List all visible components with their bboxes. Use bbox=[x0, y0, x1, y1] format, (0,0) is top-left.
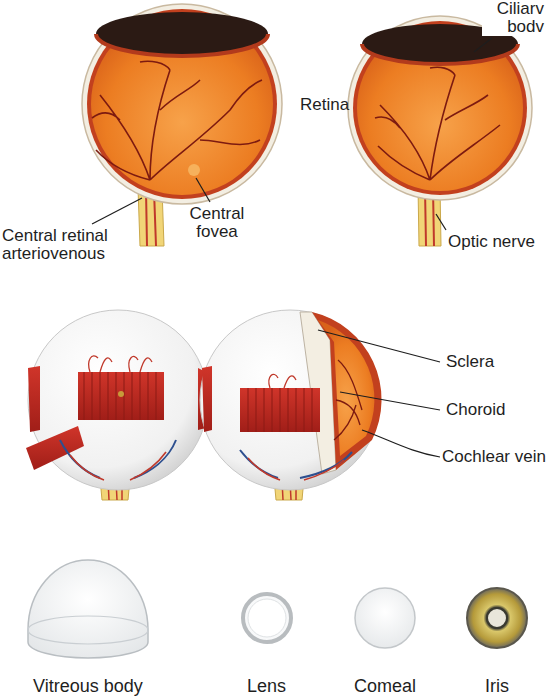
vitreous-rim bbox=[28, 616, 148, 644]
retinal-vessels bbox=[92, 61, 262, 180]
leader-line bbox=[340, 392, 440, 410]
eye-half-left bbox=[82, 4, 282, 246]
vortex-vessel bbox=[240, 450, 352, 478]
part-label: Retina bbox=[300, 96, 349, 114]
ciliary-rim bbox=[96, 34, 268, 56]
side-muscle bbox=[202, 366, 212, 432]
part-label: Central retinal arteriovenous bbox=[2, 227, 134, 263]
muscle-tendon bbox=[89, 356, 152, 372]
retinal-vessels bbox=[375, 67, 500, 180]
retina-surface bbox=[91, 13, 273, 195]
part-name: Comeal bbox=[354, 676, 416, 696]
part-label: Ciliarv bodv bbox=[482, 0, 546, 36]
leader-line bbox=[92, 198, 142, 224]
ciliary-vessel bbox=[248, 458, 344, 480]
ciliary-vessel bbox=[70, 452, 166, 480]
ciliary-rim bbox=[362, 44, 518, 64]
eye-half-right bbox=[348, 16, 532, 246]
iris-part bbox=[467, 588, 527, 648]
sclera-shell bbox=[82, 4, 282, 204]
part-name: Iris bbox=[485, 676, 509, 696]
part-label: Central fovea bbox=[180, 205, 254, 241]
cutaway-retina bbox=[318, 320, 374, 456]
part-label: Optic nerve bbox=[448, 233, 535, 251]
choroid-rim bbox=[353, 21, 527, 195]
lens-part bbox=[243, 594, 291, 642]
cutaway-vessels bbox=[334, 360, 362, 440]
eyeball-right bbox=[200, 310, 382, 500]
muscle-tendon bbox=[269, 374, 296, 388]
muscle-pin bbox=[118, 391, 124, 397]
leader-line bbox=[474, 38, 492, 52]
cornea-part bbox=[355, 588, 415, 648]
part-name: Vitreous body bbox=[33, 676, 143, 696]
sclera-shell bbox=[348, 16, 532, 200]
eyeball-left bbox=[26, 310, 208, 500]
leader-line bbox=[362, 430, 440, 457]
muscle-striation bbox=[248, 388, 312, 432]
cutaway-choroid bbox=[312, 312, 382, 470]
cornea-disc bbox=[355, 588, 415, 648]
vitreous-body bbox=[28, 560, 148, 658]
choroid-rim bbox=[87, 9, 277, 199]
leader-line bbox=[436, 214, 446, 230]
lens-ring bbox=[243, 594, 291, 642]
retina-surface bbox=[357, 25, 523, 191]
sclera-ball bbox=[28, 310, 208, 490]
pupil bbox=[487, 608, 507, 628]
rectus-muscle bbox=[78, 372, 164, 420]
vitreous-dome bbox=[28, 560, 148, 658]
leader-line bbox=[196, 178, 210, 202]
fovea-spot bbox=[188, 164, 200, 176]
part-label: Sclera bbox=[446, 353, 494, 371]
rectus-muscle bbox=[240, 388, 320, 432]
part-label: Cochlear vein bbox=[442, 448, 546, 466]
part-label: Choroid bbox=[446, 401, 506, 419]
side-muscle bbox=[28, 366, 40, 432]
oblique-muscle bbox=[26, 426, 84, 470]
vortex-vessel bbox=[60, 440, 176, 478]
muscle-striation bbox=[84, 372, 156, 420]
leader-lines bbox=[318, 330, 440, 457]
lens-inner bbox=[248, 599, 286, 637]
leader-line bbox=[318, 330, 440, 362]
iris-ring bbox=[467, 588, 527, 648]
leader-lines bbox=[92, 38, 492, 230]
part-name: Lens bbox=[247, 676, 286, 696]
ciliary-opening bbox=[96, 12, 268, 56]
